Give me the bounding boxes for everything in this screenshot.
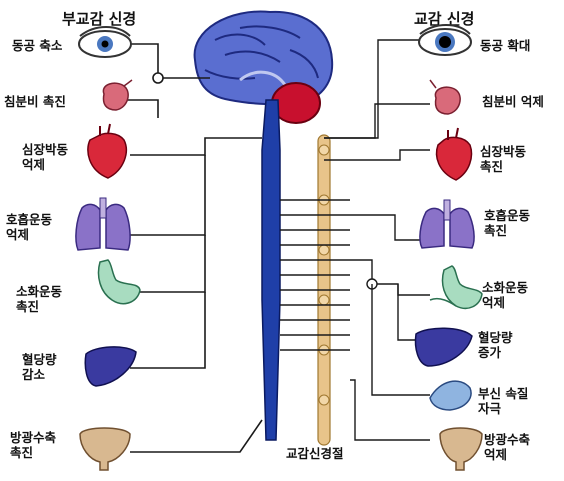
salivary-gland-left xyxy=(102,79,133,111)
sym-effect-salivary: 침분비 억제 xyxy=(482,94,544,109)
sympathetic-nerves xyxy=(280,39,430,441)
sym-effect-lungs: 호흡운동 촉진 xyxy=(484,208,531,238)
sym-effect-adrenal: 부신 속질 자극 xyxy=(478,386,529,416)
parasym-effect-stomach: 소화운동 촉진 xyxy=(16,284,63,314)
stomach-right xyxy=(429,265,483,310)
bladder-left xyxy=(79,427,131,471)
stomach-left xyxy=(97,259,141,305)
bladder-right xyxy=(439,427,483,471)
sym-effect-bladder: 방광수축 억제 xyxy=(484,432,531,462)
parasym-effect-salivary: 침분비 촉진 xyxy=(4,94,66,109)
parasym-effect-bladder: 방광수축 촉진 xyxy=(10,430,57,460)
parasym-effect-eye: 동공 축소 xyxy=(12,38,63,53)
lungs-left xyxy=(75,197,131,251)
parasym-effect-lungs: 호흡운동 억제 xyxy=(6,212,53,242)
parasympathetic-header: 부교감 신경 xyxy=(62,10,137,28)
ganglion-label: 교감신경절 xyxy=(286,446,344,461)
heart-left xyxy=(87,123,128,179)
spinal-cord xyxy=(261,99,281,441)
brain xyxy=(193,10,334,106)
sym-effect-heart: 심장박동 촉진 xyxy=(480,144,527,174)
sym-effect-liver: 혈당량 증가 xyxy=(478,330,513,360)
liver-right xyxy=(414,327,473,367)
sympathetic-header: 교감 신경 xyxy=(414,10,475,28)
sym-effect-stomach: 소화운동 억제 xyxy=(482,280,529,310)
eye-left xyxy=(78,26,132,58)
lungs-right xyxy=(419,199,475,249)
liver-left xyxy=(84,346,137,387)
salivary-gland-right xyxy=(429,79,461,115)
eye-right xyxy=(418,24,472,56)
parasympathetic-nerves xyxy=(125,43,263,453)
parasym-effect-heart: 심장박동 억제 xyxy=(22,142,69,172)
parasym-effect-liver: 혈당량 감소 xyxy=(22,352,57,382)
sym-effect-eye: 동공 확대 xyxy=(480,38,531,53)
adrenal-medulla-right xyxy=(429,380,472,411)
heart-right xyxy=(435,127,473,181)
